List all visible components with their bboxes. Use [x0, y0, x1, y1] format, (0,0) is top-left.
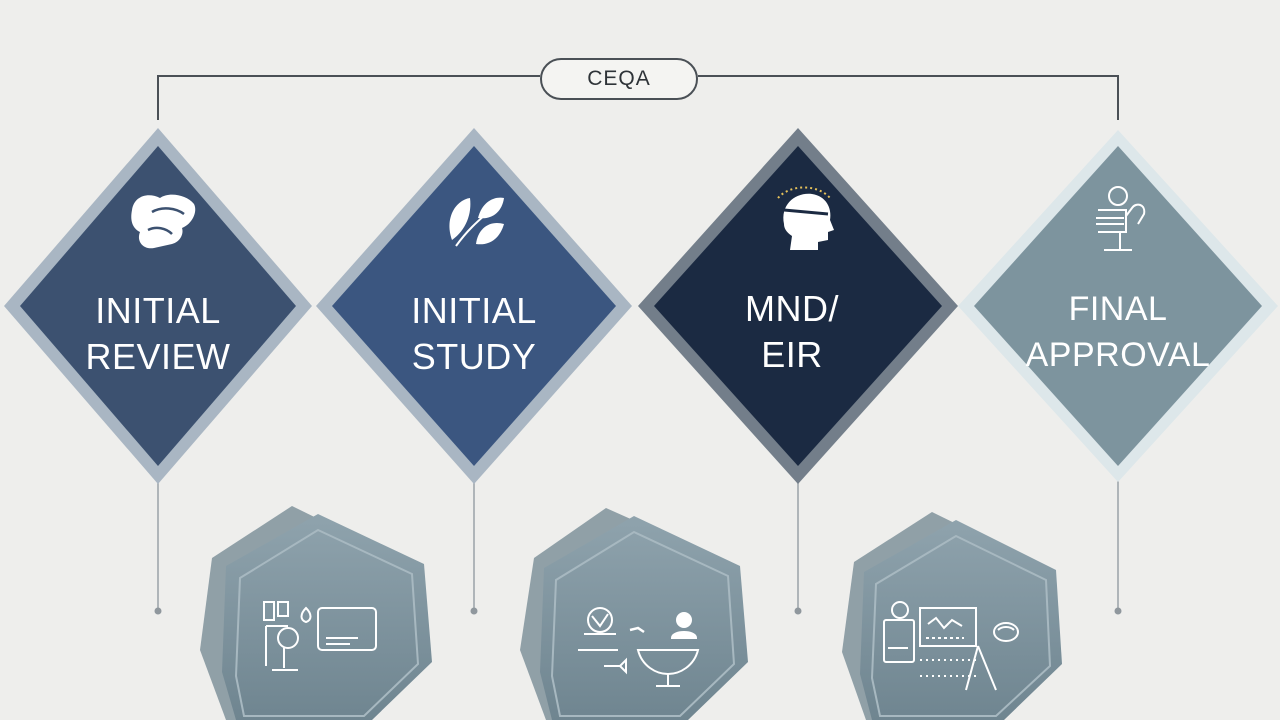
step-label-mnd-eir: MND/ EIR: [672, 286, 912, 378]
bracket-connector: [157, 75, 1119, 120]
step-diamond-initial-review: [4, 128, 312, 484]
step-label-final-approval: FINAL APPROVAL: [998, 286, 1238, 378]
step-label-line1: INITIAL: [411, 290, 537, 331]
step-label-line2: REVIEW: [85, 336, 231, 377]
step-diamond-initial-study: [316, 128, 632, 484]
leaf-icon: [449, 197, 504, 247]
head-icon: [777, 186, 834, 250]
presentation-icon: [883, 601, 1019, 691]
workstation-icon: [263, 601, 377, 671]
detail-hexagon-1: [200, 506, 432, 720]
ceqa-title: CEQA: [587, 67, 651, 90]
step-label-line1: FINAL: [1068, 290, 1168, 328]
step-label-line2: STUDY: [411, 336, 537, 377]
drop-lines: [157, 480, 1119, 608]
step-label-initial-review: INITIAL REVIEW: [38, 288, 278, 380]
meeting-icon: [578, 607, 700, 687]
step-label-line1: INITIAL: [95, 290, 221, 331]
step-label-line1: MND/: [745, 288, 839, 329]
hand-icon: [131, 194, 196, 249]
drop-dot: [154, 607, 162, 615]
step-diamond-mnd-eir: [638, 128, 958, 484]
drop-dot: [1114, 607, 1122, 615]
drop-dot: [794, 607, 802, 615]
person-icon: [1096, 186, 1146, 251]
detail-hexagon-2: [520, 508, 748, 720]
step-label-line2: APPROVAL: [1025, 336, 1211, 374]
step-label-initial-study: INITIAL STUDY: [354, 288, 594, 380]
step-diamond-final-approval: [958, 130, 1278, 482]
detail-hexagon-3: [842, 512, 1062, 720]
drop-dots: [154, 607, 1122, 615]
step-label-line2: EIR: [761, 334, 823, 375]
drop-dot: [470, 607, 478, 615]
ceqa-label: CEQA: [540, 58, 698, 100]
